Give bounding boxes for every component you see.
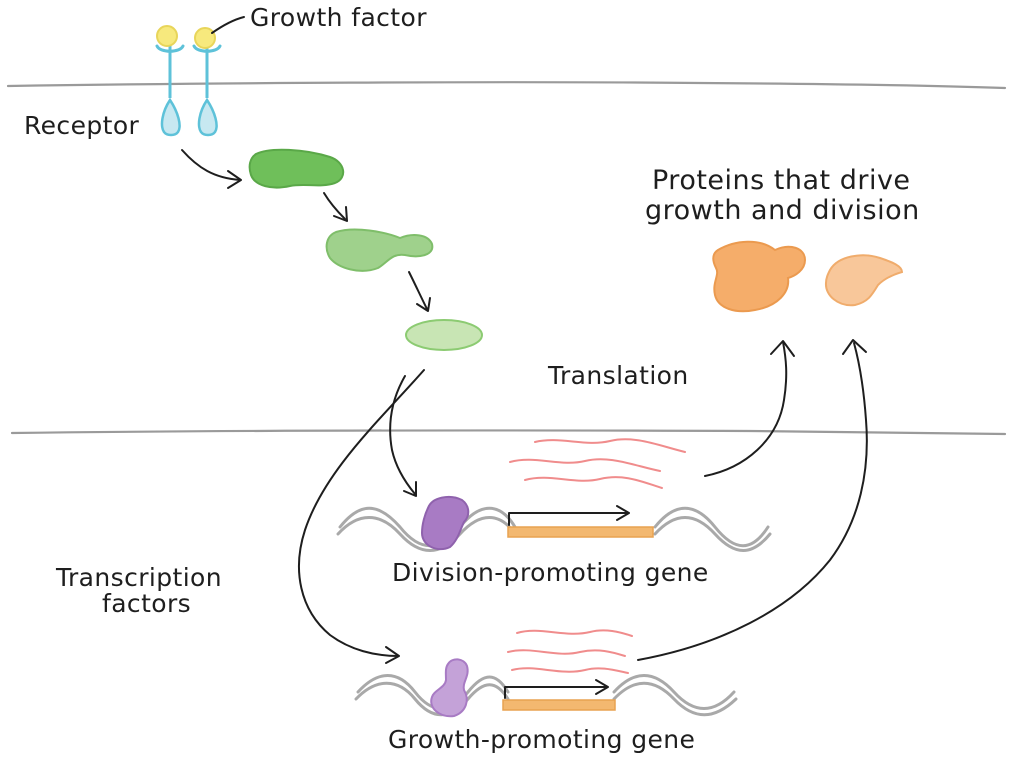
growth-gene-label: Growth-promoting gene	[388, 725, 695, 754]
arrow-translation-division	[704, 341, 788, 477]
receptor-left	[155, 44, 185, 137]
proteins-label-line2: growth and division	[645, 195, 920, 226]
growth-transcription-factor	[430, 658, 469, 718]
growth-factor-pointer	[211, 16, 245, 34]
division-gene-direction-arrow	[508, 512, 629, 526]
division-gene-dna	[336, 506, 772, 552]
cell-membrane	[6, 81, 1007, 90]
transcription-factors-label-line1: Transcription	[55, 563, 222, 592]
receptor-pair	[155, 16, 245, 137]
kinase-3	[405, 319, 483, 351]
division-gene-bar	[507, 526, 654, 538]
arrow-kinase1-to-kinase2	[323, 192, 346, 220]
growth-factor-left	[156, 25, 178, 47]
kinase-1	[248, 148, 345, 189]
translation-label: Translation	[547, 361, 689, 390]
arrow-receptor-to-kinase1	[181, 149, 241, 181]
proteins-label-line1: Proteins that drive	[652, 165, 911, 196]
growth-gene-direction-arrow	[504, 686, 608, 699]
growth-mrna	[507, 629, 633, 674]
growth-gene-bar	[502, 699, 616, 711]
arrow-tf-to-growth-gene	[298, 369, 425, 657]
protein-2	[824, 254, 904, 307]
division-mrna	[509, 438, 686, 489]
arrow-kinase2-to-kinase3	[408, 271, 428, 310]
receptor-right	[192, 44, 222, 137]
receptor-label: Receptor	[24, 111, 140, 140]
division-transcription-factor	[420, 495, 470, 551]
growth-factor-right	[194, 27, 216, 49]
arrow-translation-growth	[637, 342, 868, 661]
growth-factor-label: Growth factor	[250, 3, 427, 32]
protein-1	[712, 240, 807, 313]
transcription-factors-label-line2: factors	[102, 589, 191, 618]
kinase-2	[325, 228, 434, 272]
division-gene-label: Division-promoting gene	[392, 558, 709, 587]
nuclear-membrane	[10, 429, 1007, 436]
arrow-tf-to-division-gene	[389, 375, 416, 495]
